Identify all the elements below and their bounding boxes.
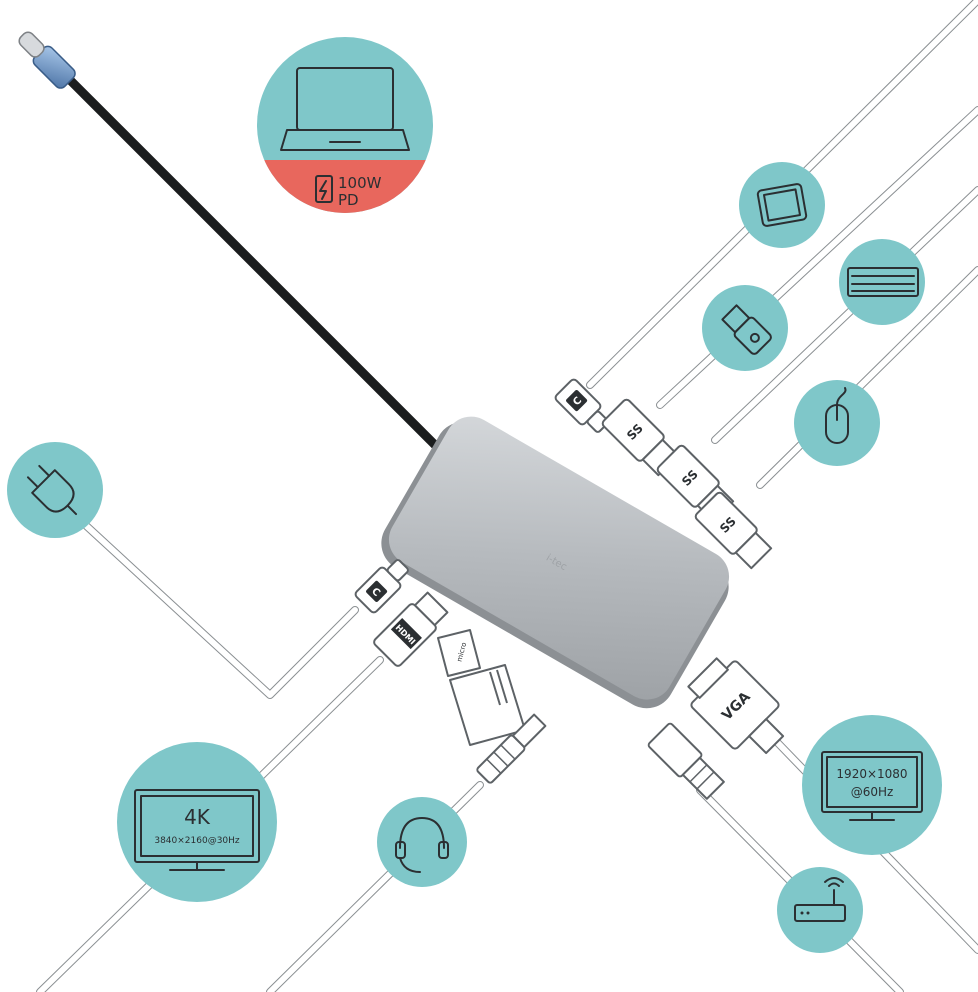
sd-card	[449, 664, 526, 746]
usb-a-connector-3: SS	[694, 491, 773, 570]
monitor-vga-refresh: @60Hz	[851, 785, 894, 799]
usb-flash-icon	[721, 304, 772, 355]
headset-circle	[377, 797, 467, 887]
monitor-4k-icon	[134, 789, 260, 871]
monitor-4k-resolution: 3840×2160@30Hz	[154, 836, 240, 846]
lan-connector	[647, 722, 725, 800]
mouse-icon	[825, 387, 849, 444]
usb-a-connector-1: SS	[601, 398, 680, 477]
monitor-4k-circle: 4K 3840×2160@30Hz	[117, 742, 277, 902]
monitor-vga-resolution: 1920×1080	[836, 767, 907, 781]
laptop-power-pd: PD	[338, 191, 359, 209]
power-plug-icon	[26, 464, 78, 516]
monitor-vga-icon	[821, 751, 923, 821]
monitor-4k-title: 4K	[184, 805, 211, 829]
tablet-icon	[756, 183, 808, 227]
laptop-circle: 100W PD	[257, 37, 433, 213]
headset-icon	[395, 817, 449, 873]
laptop-power-watt: 100W	[338, 174, 382, 192]
audio-jack	[476, 713, 547, 784]
vga-connector: VGA	[687, 657, 785, 755]
usb-c-connector-top: C	[554, 378, 609, 433]
mouse-circle	[794, 380, 880, 466]
monitor-vga-circle: 1920×1080 @60Hz	[802, 715, 942, 855]
router-icon	[794, 877, 846, 922]
keyboard-circle	[839, 239, 925, 325]
keyboard-icon	[847, 267, 919, 297]
tablet-circle	[739, 162, 825, 248]
hdmi-connector: HDMI	[373, 591, 449, 667]
docking-hub: i-tec	[381, 416, 730, 709]
router-circle	[777, 867, 863, 953]
usb-c-host-cable	[18, 31, 450, 460]
microsd-card: micro	[437, 629, 481, 677]
usb-c-connector-power: C	[354, 559, 409, 614]
battery-icon	[315, 175, 333, 203]
power-circle	[7, 442, 103, 538]
laptop-icon	[280, 67, 410, 151]
usb-flash-circle	[702, 285, 788, 371]
